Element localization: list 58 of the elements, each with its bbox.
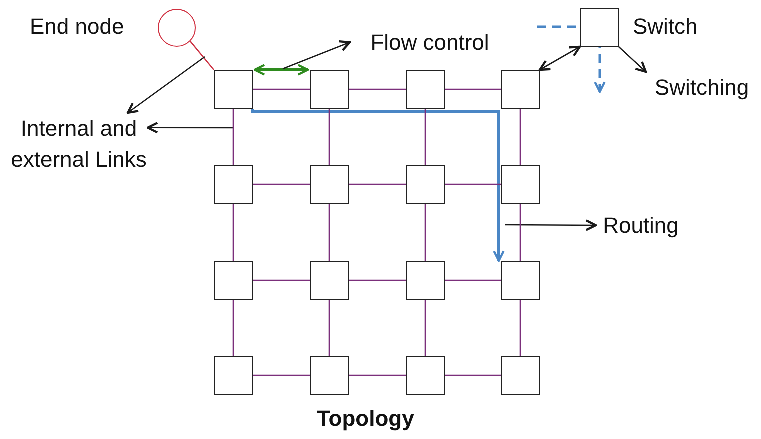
router-box (406, 356, 445, 395)
router-box (406, 70, 445, 109)
arrow (618, 46, 648, 74)
annotation-label: Flow control (350, 27, 510, 58)
link-line (253, 88, 310, 90)
arrow (538, 46, 582, 72)
router-box (310, 261, 349, 300)
link-line (349, 374, 406, 376)
router-box (310, 70, 349, 109)
link-line (445, 88, 501, 90)
leader-arrow (126, 56, 206, 114)
link-line (520, 204, 522, 261)
link-line (520, 300, 522, 356)
link-line (445, 184, 501, 186)
annotation-label: Internal and external Links (10, 113, 148, 206)
link-line (328, 109, 330, 165)
router-box (501, 165, 540, 204)
link-line (424, 204, 426, 261)
annotation-label: Routing (596, 210, 686, 241)
end-node-circle (158, 9, 196, 47)
link-line (232, 204, 234, 261)
switch-box (580, 8, 619, 47)
leader-arrow (146, 122, 233, 134)
link-line (349, 280, 406, 282)
link-line (445, 374, 501, 376)
router-box (501, 356, 540, 395)
router-box (214, 356, 253, 395)
annotation-label: Switching (646, 72, 758, 103)
link-line (253, 374, 310, 376)
link-line (253, 280, 310, 282)
router-box (501, 261, 540, 300)
link-line (520, 109, 522, 165)
router-box (214, 261, 253, 300)
link-line (232, 300, 234, 356)
router-box (214, 70, 253, 109)
link-line (424, 109, 426, 165)
leader-arrow (282, 40, 352, 70)
node-label: End node (30, 13, 124, 41)
link-line (190, 41, 214, 70)
link-line (328, 204, 330, 261)
link-line (328, 300, 330, 356)
link-line (349, 88, 406, 90)
router-box (406, 261, 445, 300)
link-line (232, 109, 234, 165)
arrow (254, 64, 310, 76)
router-box (406, 165, 445, 204)
router-box (501, 70, 540, 109)
link-line (445, 280, 501, 282)
link-line (253, 184, 310, 186)
caption: Topology (317, 405, 414, 433)
link-line (349, 184, 406, 186)
node-label: Switch (633, 13, 698, 41)
router-box (310, 356, 349, 395)
leader-arrow (505, 220, 598, 232)
arrow (252, 108, 505, 262)
router-box (214, 165, 253, 204)
router-box (310, 165, 349, 204)
link-line (424, 300, 426, 356)
